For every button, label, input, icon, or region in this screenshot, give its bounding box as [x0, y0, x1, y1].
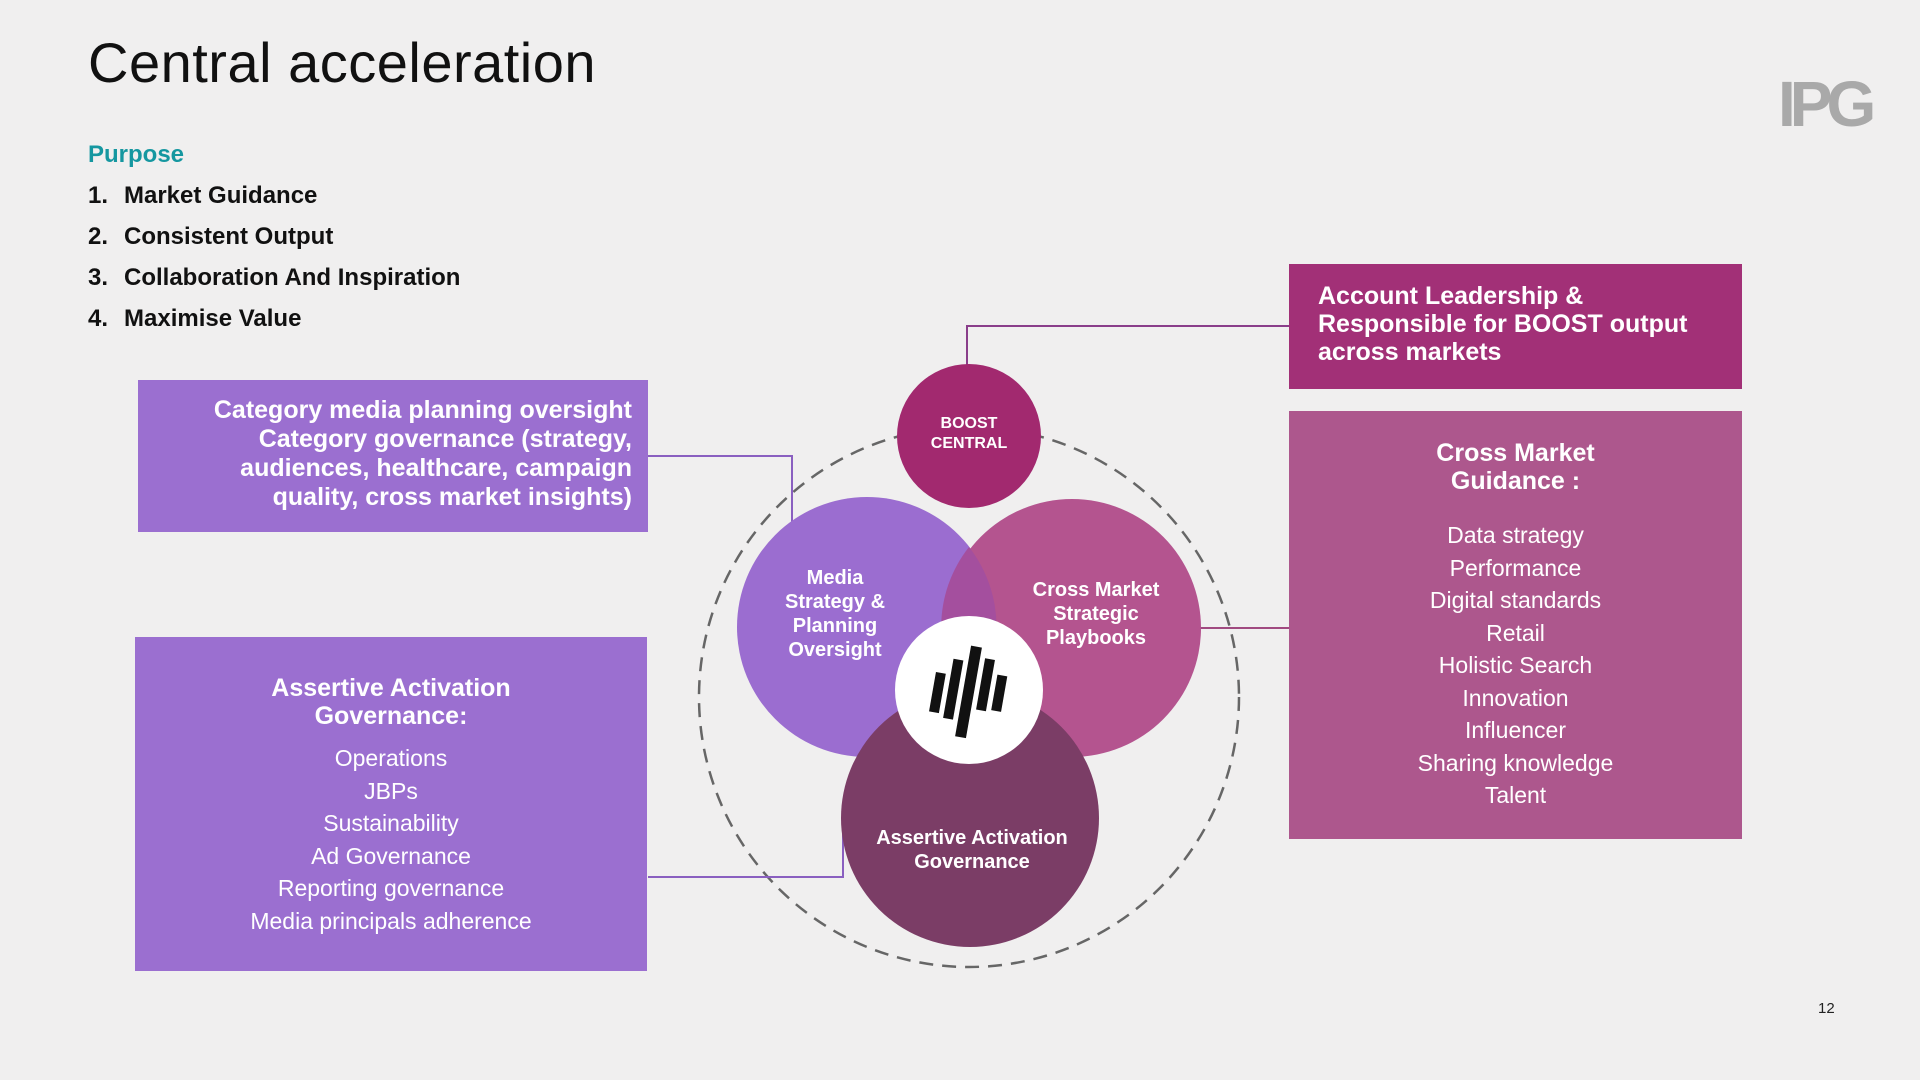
purpose-list: 1. Market Guidance 2. Consistent Output 3.… — [88, 178, 460, 342]
cross-market-item: Innovation — [1462, 684, 1569, 711]
account-box-line: Responsible for BOOST output — [1318, 310, 1688, 338]
boost-central-label-line: CENTRAL — [930, 435, 1008, 452]
connector-line-account — [966, 325, 1289, 366]
purpose-item-number: 2. — [88, 223, 109, 250]
planning-box-line: quality, cross market insights) — [272, 483, 632, 511]
boost-central-label-line: BOOST — [940, 415, 998, 432]
activation-box-heading: Assertive Activation Governance: — [135, 674, 647, 730]
cross-market-box-items: Data strategy Performance Digital standa… — [1289, 519, 1742, 812]
cross-market-item: Digital standards — [1429, 587, 1602, 613]
cross-market-item: Data strategy — [1447, 522, 1584, 548]
cross-market-item: Influencer — [1464, 717, 1566, 743]
planning-box-line: Category governance (strategy, — [258, 425, 632, 453]
purpose-item: 3. Collaboration And Inspiration — [88, 260, 460, 301]
purpose-item-number: 1. — [88, 182, 109, 209]
cross-market-label-line: Playbooks — [1045, 627, 1147, 649]
cross-market-item: Sharing knowledge — [1417, 749, 1614, 776]
media-strategy-label: Media Strategy & Planning Oversight — [765, 566, 905, 662]
media-strategy-label-line: Strategy & — [784, 591, 886, 613]
ipg-logo: IPG — [1778, 74, 1878, 134]
account-leadership-box: Account Leadership & Responsible for BOO… — [1289, 264, 1742, 389]
cross-market-label-line: Strategic — [1053, 603, 1139, 625]
cross-market-item: Retail — [1486, 619, 1545, 646]
cross-market-box-heading: Cross Market Guidance : — [1289, 439, 1742, 495]
connector-line-planning — [648, 455, 793, 530]
connector-line-activation — [648, 822, 844, 878]
activation-item: Ad Governance — [311, 842, 471, 869]
page-number: 12 — [1818, 1000, 1835, 1017]
logo-text: IPG — [1778, 74, 1872, 134]
page-title: Central acceleration — [88, 31, 597, 94]
purpose-item-number: 4. — [88, 305, 109, 332]
assertive-activation-label: Assertive Activation Governance — [862, 826, 1082, 874]
assertive-activation-label-line: Assertive Activation — [876, 827, 1068, 849]
purpose-item-label: Collaboration And Inspiration — [124, 264, 461, 291]
activation-box-heading-line: Governance: — [314, 702, 468, 730]
purpose-item: 4. Maximise Value — [88, 301, 460, 342]
activation-box-heading-line: Assertive Activation — [271, 674, 511, 702]
purpose-item: 2. Consistent Output — [88, 219, 460, 260]
cross-market-label: Cross Market Strategic Playbooks — [1016, 578, 1176, 650]
purpose-item: 1. Market Guidance — [88, 178, 460, 219]
planning-oversight-box: Category media planning oversight Catego… — [138, 380, 648, 532]
purpose-item-label: Consistent Output — [124, 223, 334, 250]
assertive-activation-label-line: Governance — [914, 851, 1030, 873]
boost-central-circle — [897, 364, 1041, 508]
activation-item: Sustainability — [323, 810, 459, 836]
activation-item: Media principals adherence — [250, 907, 532, 934]
activation-box-items: Operations JBPs Sustainability Ad Govern… — [135, 742, 647, 937]
purpose-item-label: Maximise Value — [124, 305, 302, 332]
media-strategy-label-line: Planning — [792, 615, 878, 637]
cross-market-label-line: Cross Market — [1032, 579, 1160, 601]
boost-central-label: BOOST CENTRAL — [919, 414, 1019, 454]
cross-market-box-heading-line: Guidance : — [1450, 467, 1581, 495]
purpose-heading: Purpose — [88, 141, 185, 168]
cross-market-item: Talent — [1484, 782, 1547, 808]
media-strategy-label-line: Oversight — [788, 639, 882, 661]
assertive-activation-circle — [841, 689, 1099, 947]
activation-item: Reporting governance — [277, 875, 505, 901]
cross-market-item: Holistic Search — [1438, 652, 1593, 678]
account-box-line: across markets — [1318, 338, 1502, 366]
cross-market-item: Performance — [1449, 554, 1582, 581]
cross-market-guidance-box: Cross Market Guidance : Data strategy Pe… — [1289, 411, 1742, 839]
purpose-item-label: Market Guidance — [124, 182, 318, 209]
cross-market-box-heading-line: Cross Market — [1436, 439, 1595, 467]
activation-item: Operations — [334, 745, 448, 771]
planning-box-line: audiences, healthcare, campaign — [240, 454, 632, 482]
waveform-logo-icon — [929, 645, 1008, 739]
planning-box-line: Category media planning oversight — [213, 396, 632, 424]
media-strategy-label-line: Media — [806, 567, 864, 589]
purpose-item-number: 3. — [88, 264, 109, 291]
account-box-line: Account Leadership & — [1318, 282, 1584, 310]
assertive-activation-box: Assertive Activation Governance: Operati… — [135, 637, 647, 971]
activation-item: JBPs — [364, 777, 418, 804]
